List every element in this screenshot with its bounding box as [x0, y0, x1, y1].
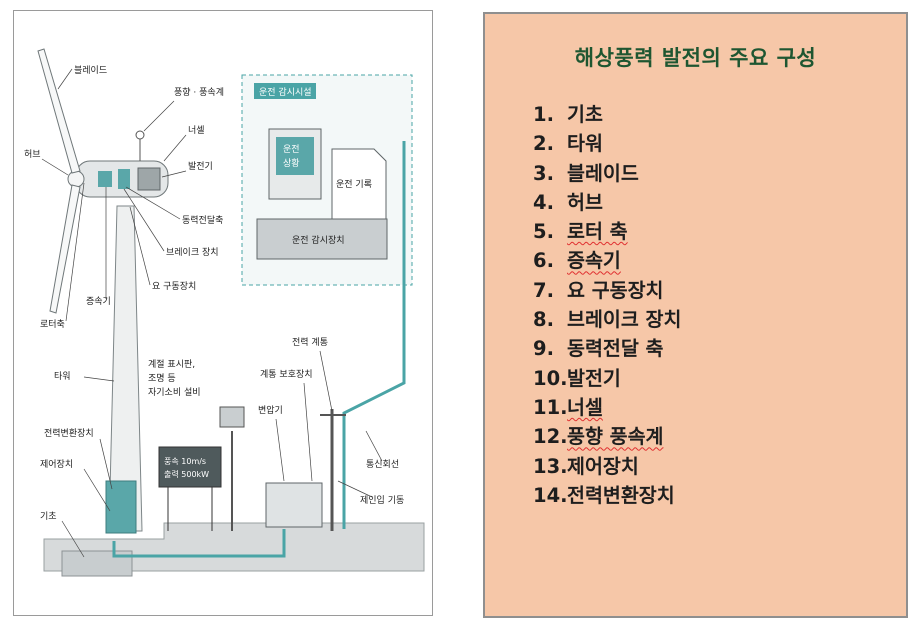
label-power-line: 전력 계통 [292, 336, 328, 348]
list-item-text: 요 구동장치 [567, 278, 664, 302]
panel-title: 해상풍력 발전의 주요 구성 [574, 46, 817, 70]
list-item: 4. 허브 [533, 188, 681, 217]
generator-shape [137, 167, 161, 191]
list-item-number: 3. [533, 161, 554, 185]
label-grid-protection: 계통 보호장치 [260, 368, 313, 380]
list-item-number: 11. [533, 395, 568, 419]
list-item-number: 7. [533, 278, 554, 302]
list-item-number: 4. [533, 190, 554, 214]
list-item-text: 허브 [567, 190, 603, 214]
list-item-number: 2. [533, 132, 554, 156]
list-item: 8. 브레이크 장치 [533, 305, 681, 334]
list-item-text: 블레이드 [567, 161, 639, 185]
list-item-text: 기초 [567, 103, 603, 126]
operation-record-label: 운전 기록 [336, 179, 372, 190]
anemometer-head [135, 130, 145, 140]
list-item-text: 풍향 풍속계 [567, 425, 664, 449]
label-tower: 타워 [54, 371, 71, 382]
list-item-text: 너셀 [567, 395, 603, 419]
list-item-text: 전력변환장치 [567, 483, 675, 507]
list-item: 13.제어장치 [533, 452, 681, 481]
label-yaw-drive: 요 구동장치 [152, 280, 196, 292]
list-item-number: 1. [533, 103, 554, 126]
record-printout [331, 148, 387, 220]
label-wind-vane: 풍향 · 풍속계 [174, 86, 224, 98]
label-generator: 발전기 [188, 161, 213, 172]
gearbox-shape [98, 171, 112, 187]
blade-bottom [49, 184, 81, 314]
wind-turbine-diagram: 운전 감시시설 운전 상황 운전 기록 운전 감시장치 풍속 10m/s 출력 … [13, 10, 433, 616]
monitor-screen-line2: 상황 [283, 158, 300, 169]
list-item: 9. 동력전달 축 [533, 334, 681, 363]
transformer-shape [265, 482, 323, 528]
label-power-converter: 전력변환장치 [44, 427, 94, 439]
monitor-screen-line1: 운전 [283, 144, 300, 155]
list-item: 5. 로터 축 [533, 217, 681, 246]
brake-shape [118, 169, 130, 189]
label-lead-in-pole: 제인입 기동 [360, 494, 404, 506]
label-brake: 브레이크 장치 [166, 246, 219, 258]
list-item-number: 8. [533, 308, 554, 332]
display-board [158, 446, 222, 488]
label-comm-line: 통신회선 [366, 459, 399, 470]
power-cable [112, 529, 286, 558]
list-item: 2. 타워 [533, 129, 681, 158]
display-board-line1: 풍속 10m/s [164, 457, 206, 466]
monitoring-device-shape [256, 218, 388, 260]
label-power-shaft: 동력전달축 [182, 214, 223, 226]
converter-box [105, 480, 137, 534]
display-board-line2: 출력 500kW [164, 469, 209, 479]
comm-cable [342, 141, 406, 529]
list-item-number: 13. [533, 454, 568, 478]
list-item: 1. 기초 [533, 100, 681, 129]
tower-shape [108, 205, 143, 532]
monitoring-device-label: 운전 감시장치 [292, 234, 345, 246]
list-item-text: 로터 축 [567, 220, 628, 244]
list-item: 12.풍향 풍속계 [533, 422, 681, 451]
list-item-text: 증속기 [567, 249, 621, 273]
list-item-number: 14. [533, 483, 568, 507]
label-gearbox: 증속기 [86, 296, 111, 307]
list-item-number: 12. [533, 425, 568, 449]
diagram-svg: 운전 감시시설 운전 상황 운전 기록 운전 감시장치 풍속 10m/s 출력 … [24, 48, 425, 577]
label-signage-2: 조명 등 [148, 373, 176, 384]
label-controller: 제어장치 [40, 458, 73, 470]
list-item: 10.발전기 [533, 364, 681, 393]
components-list: 1. 기초 2. 타워 3. 블레이드 4. 허브 5. 로터 축 6. 증속기 7. 요 구동장치 8. 브… [533, 100, 681, 510]
label-transformer: 변압기 [258, 404, 283, 416]
list-item-text: 브레이크 장치 [567, 308, 682, 332]
ground [43, 522, 425, 572]
monitoring-facility-label: 운전 감시시설 [259, 86, 312, 98]
label-foundation: 기초 [40, 511, 57, 522]
blade-top [37, 48, 81, 174]
list-item-text: 제어장치 [567, 454, 639, 478]
list-item-text: 타워 [567, 132, 603, 156]
label-signage-1: 계절 표시판, [148, 358, 195, 370]
monitoring-facility-tag [254, 83, 316, 99]
list-item-number: 6. [533, 249, 554, 273]
list-item: 3. 블레이드 [533, 159, 681, 188]
list-item: 7. 요 구동장치 [533, 276, 681, 305]
label-blade: 블레이드 [74, 65, 107, 76]
leader-lines [41, 68, 383, 558]
list-item-text: 동력전달 축 [567, 337, 664, 361]
list-item-text: 발전기 [567, 366, 621, 390]
list-item-number: 5. [533, 220, 554, 244]
list-item-number: 10. [533, 366, 568, 390]
hub-shape [67, 170, 85, 188]
list-item: 11.너셀 [533, 393, 681, 422]
label-rotor-shaft: 로터축 [40, 319, 65, 330]
lamp-head [219, 406, 245, 428]
list-item: 14.전력변환장치 [533, 481, 681, 510]
list-item: 6. 증속기 [533, 246, 681, 275]
list-item-number: 9. [533, 337, 554, 361]
label-signage-3: 자기소비 설비 [148, 387, 201, 398]
label-nacelle: 너셀 [188, 125, 205, 136]
label-hub: 허브 [24, 149, 41, 160]
monitor-screen [276, 137, 314, 175]
